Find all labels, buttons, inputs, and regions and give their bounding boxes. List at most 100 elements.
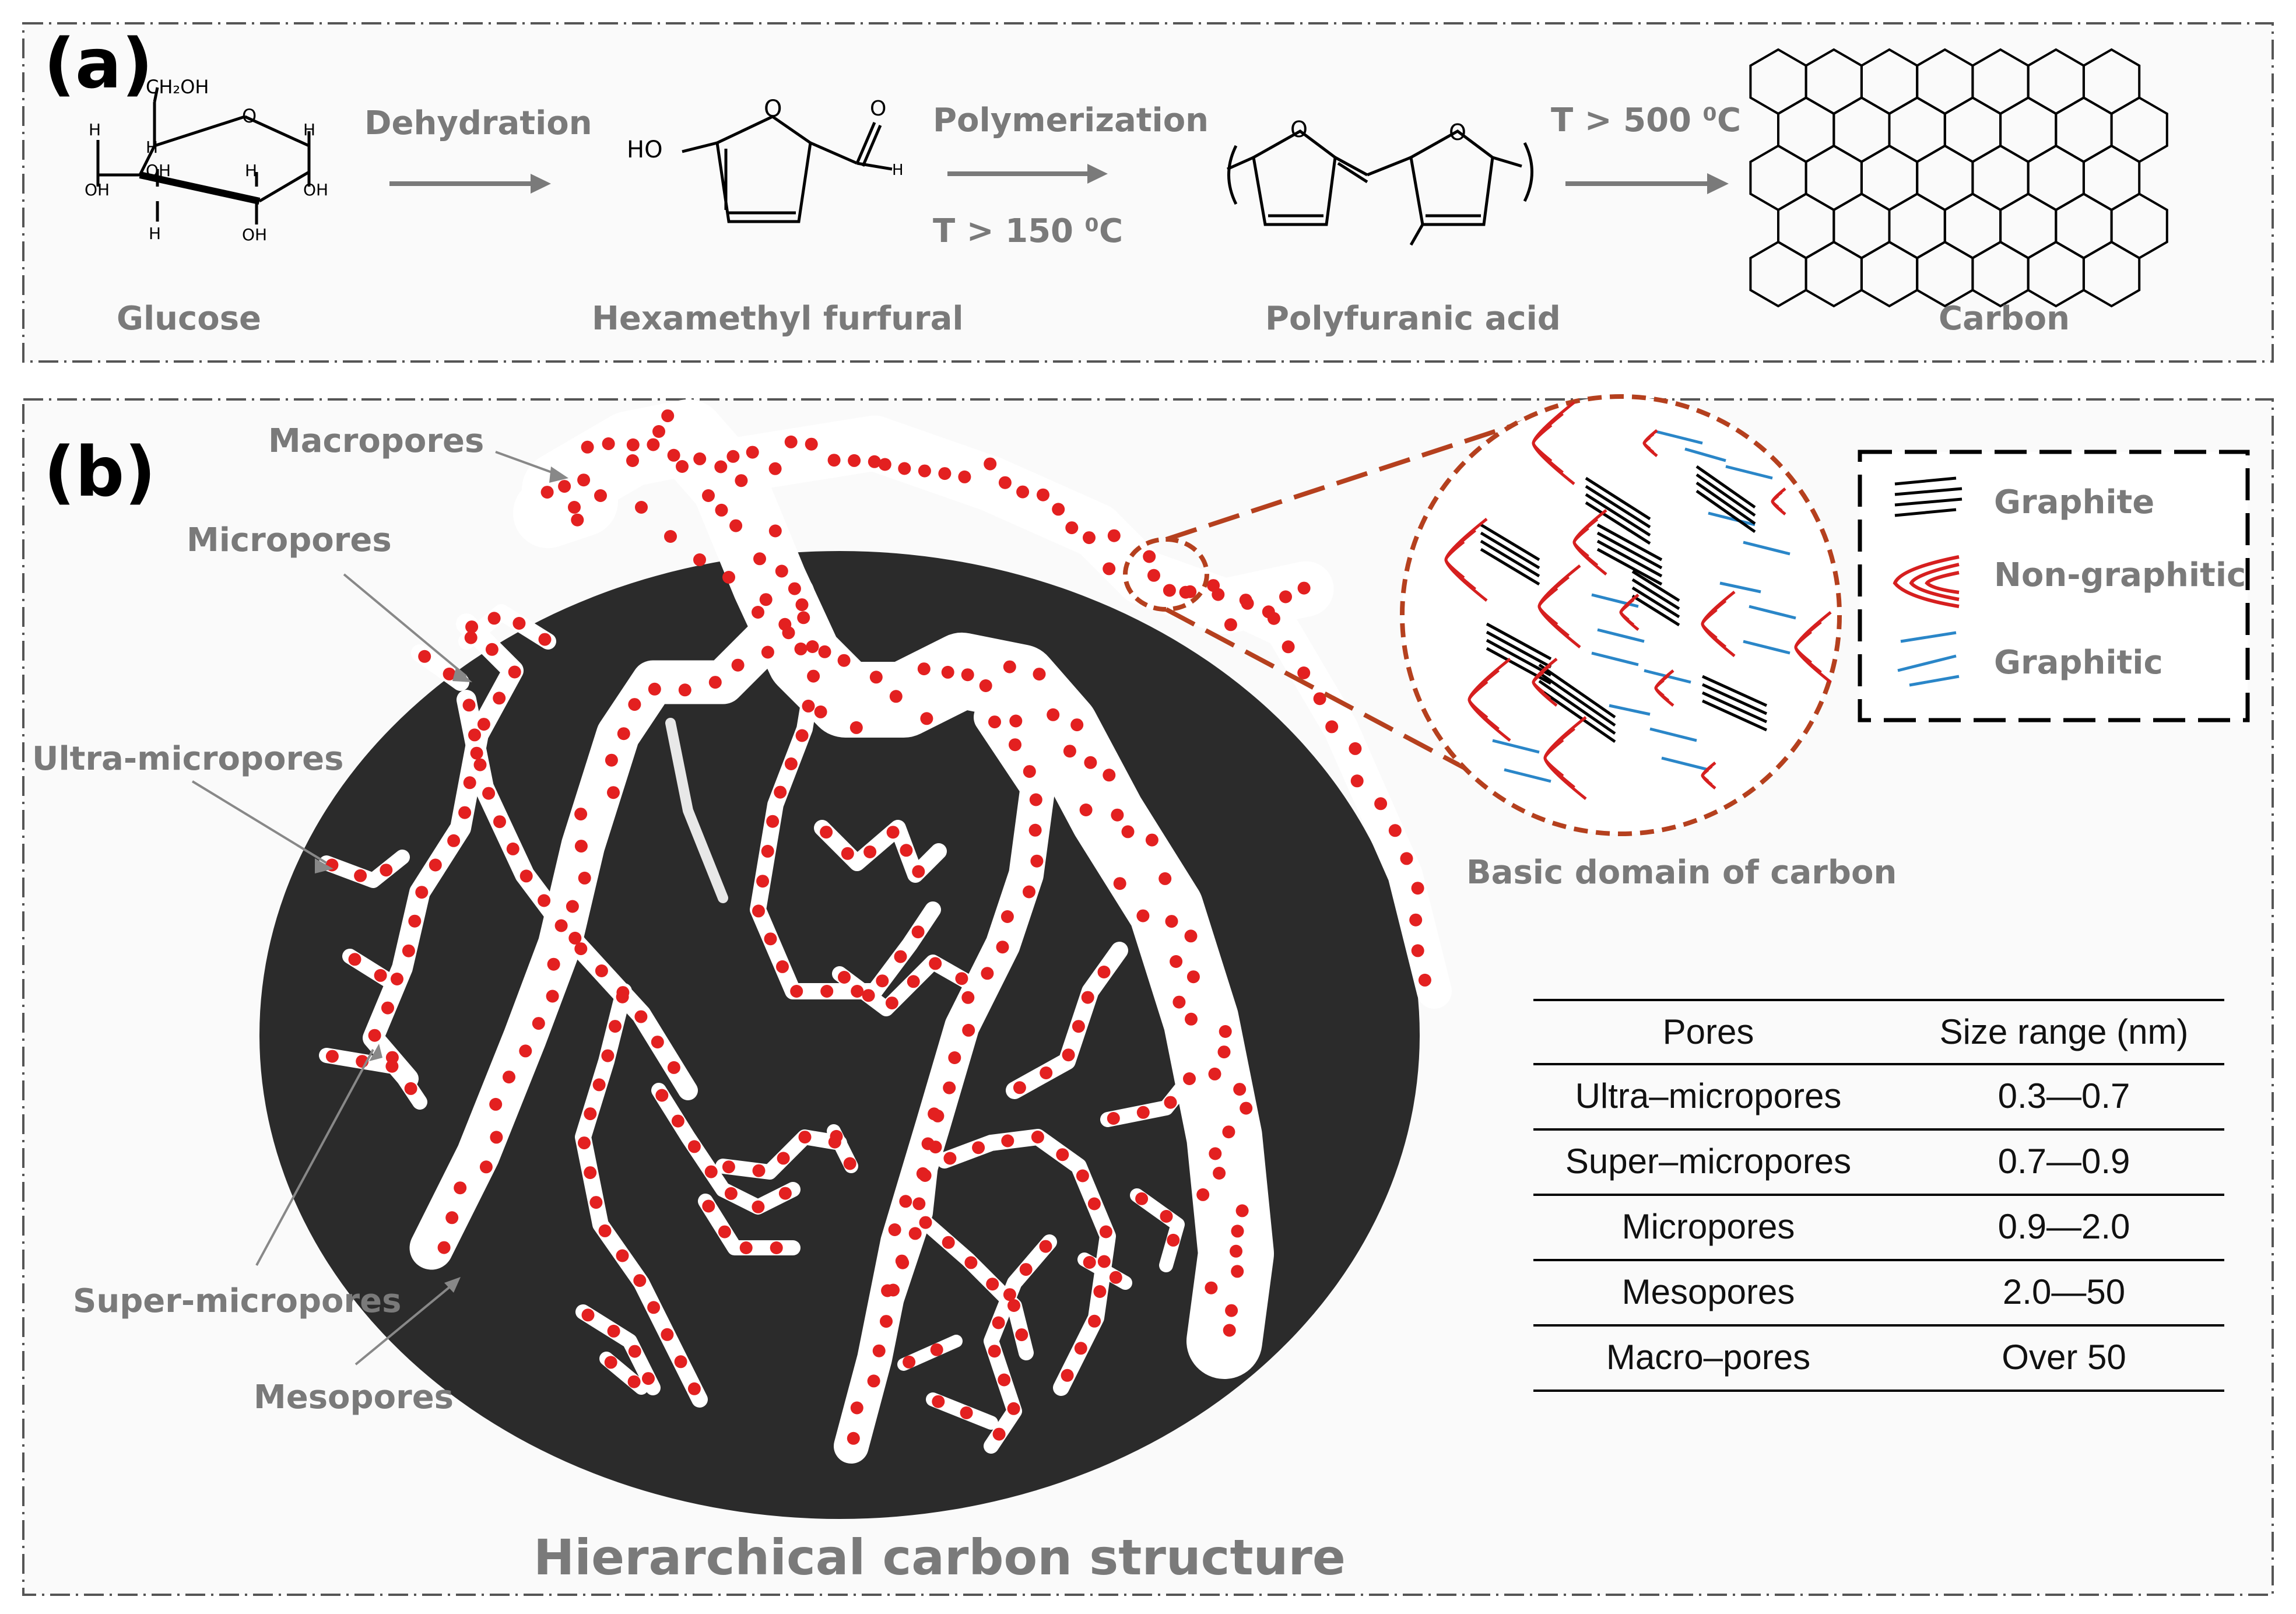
pore-dot [962, 1023, 975, 1037]
graphite-legend-icon [1894, 476, 1963, 517]
pore-dot [687, 1140, 701, 1153]
pore-dot [768, 524, 782, 538]
pore-dot [912, 1197, 926, 1210]
pore-dot [566, 900, 579, 913]
pore-dot [1135, 1192, 1149, 1205]
pore-dot [558, 480, 571, 493]
pore-dot [1083, 531, 1096, 545]
pore-dot [1186, 970, 1200, 984]
pore-dot [616, 1249, 629, 1262]
pore-dot [1113, 877, 1126, 890]
pore-dot [437, 1241, 451, 1254]
pore-dot [647, 1301, 661, 1314]
pore-dot [1411, 882, 1424, 895]
pore-dot [1400, 852, 1413, 865]
hmf-ring-o: O [764, 96, 782, 122]
glucose-h1: H [89, 120, 101, 139]
pore-dot [943, 1152, 957, 1165]
pore-dot [609, 1020, 622, 1033]
pore-dot [899, 1195, 912, 1208]
mesopores-label: Mesopores [254, 1378, 454, 1416]
graphite-line [1486, 647, 1552, 685]
pore-dot [916, 1167, 929, 1180]
pore-dot [532, 1017, 545, 1030]
hmf-ald-o: O [870, 97, 886, 121]
graphite-line [1480, 523, 1540, 562]
pore-dot [1047, 708, 1060, 721]
pore-dot [470, 746, 483, 760]
pore-dot [693, 553, 706, 566]
glucose-h2: H [146, 138, 158, 157]
pore-dot [1028, 823, 1042, 837]
pore-dot [1072, 1020, 1085, 1033]
pore-dot [1183, 1072, 1196, 1085]
pore-dot [837, 654, 851, 667]
macropores-label: Macropores [268, 422, 484, 460]
graphitic-line [1725, 465, 1773, 480]
graphitic-line [1719, 581, 1761, 594]
pore-dot [595, 964, 608, 977]
pore-dot [820, 826, 833, 839]
table-cell-pore: Macro–pores [1606, 1338, 1810, 1377]
pore-dot [972, 1141, 985, 1155]
pore-dot [1076, 1169, 1089, 1183]
pore-dot [702, 1199, 715, 1213]
pore-dot [851, 985, 864, 998]
pore-dot [1103, 562, 1116, 576]
pore-dot [704, 1165, 718, 1178]
pore-dot [764, 932, 777, 946]
glucose-oh1: OH [85, 180, 110, 199]
pore-dot [592, 1078, 606, 1092]
panel-a-frame [22, 22, 2274, 363]
hmf-label: Hexamethyl furfural [592, 300, 964, 338]
pore-dot [849, 721, 863, 734]
non-graphitic-chevron [1794, 630, 1812, 664]
pore-dot [1121, 825, 1135, 838]
graphite-line [1585, 501, 1651, 545]
pore-dot [722, 571, 735, 584]
pore-dot [651, 1036, 664, 1049]
graphitic-legend-icon [1897, 631, 1960, 687]
pore-dot [1163, 584, 1176, 597]
pore-dot [1109, 1271, 1122, 1284]
pore-dot [903, 1355, 916, 1369]
pore-dot [820, 985, 834, 998]
pore-dot [917, 662, 931, 676]
pore-dot [473, 758, 487, 771]
pore-dot [667, 448, 680, 462]
pore-dot [943, 1081, 956, 1094]
pore-dot [598, 1224, 612, 1237]
pore-dot [1031, 1131, 1044, 1143]
graphite-line [1695, 465, 1756, 509]
pore-dot [814, 705, 827, 718]
pore-dot [766, 815, 780, 828]
pore-dot [795, 729, 809, 742]
pore-dot [571, 513, 584, 527]
pore-dot [489, 1097, 503, 1111]
pore-dot [797, 611, 810, 624]
pore-dot [1196, 1188, 1210, 1201]
pore-dot [1411, 944, 1424, 957]
table-cell-size: 0.9—2.0 [1998, 1207, 2130, 1246]
glucose-oh3: OH [242, 225, 267, 244]
micropores-label: Micropores [187, 521, 392, 559]
pore-dot [1231, 1224, 1244, 1238]
pore-dot [415, 886, 429, 899]
pore-dot [1185, 1012, 1198, 1026]
poly-o1: O [1290, 117, 1308, 142]
graphite-line [1486, 622, 1552, 661]
pore-dot [1056, 1148, 1069, 1162]
pore-dot [607, 786, 620, 799]
pore-dot [385, 1059, 399, 1073]
glucose-ch2oh: CH₂OH [146, 76, 209, 98]
graphite-line [1631, 578, 1680, 610]
micropore-channel [363, 613, 524, 1089]
pore-dot [735, 474, 748, 487]
pore-dot [607, 1324, 620, 1338]
pore-dot [794, 642, 808, 655]
table-cell-pore: Super–micropores [1565, 1142, 1851, 1181]
pore-dot [729, 519, 743, 532]
pore-dot [1388, 824, 1402, 837]
graphitic-line [1743, 541, 1791, 556]
graphite-line [1538, 687, 1616, 743]
